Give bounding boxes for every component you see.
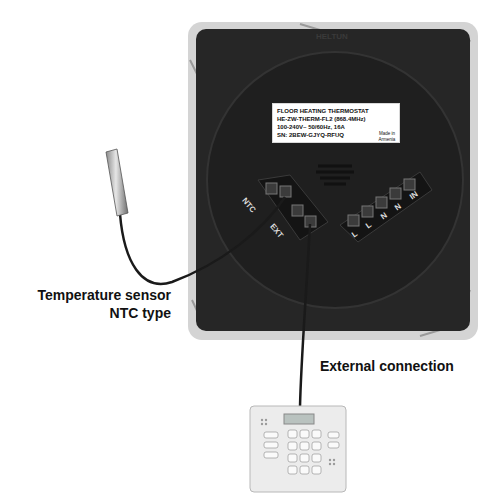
sticker-text: HE-ZW-THERM-FL2 (868.4MHz): [277, 115, 373, 123]
terminal-block-left: [258, 175, 328, 240]
external-wire: [300, 224, 310, 407]
marble-veins: [190, 24, 470, 336]
sticker-text: 100-240V~ 50/60Hz, 16A: [277, 123, 373, 131]
ntc-probe: [106, 149, 128, 216]
sensor-cable: [120, 197, 285, 284]
brand-logo: HELTUN: [316, 32, 348, 42]
frame: [188, 22, 478, 340]
callout-label: External connection: [320, 357, 454, 375]
callout-label: Temperature sensor NTC type: [14, 286, 171, 322]
vents: [316, 166, 354, 184]
recess: [207, 52, 463, 308]
sticker-text: SN: 2BEW-GJYQ-RFUQ: [277, 131, 373, 139]
sticker-text: FLOOR HEATING THERMOSTAT: [277, 107, 373, 115]
origin-note: Made in Armenia: [376, 131, 398, 143]
alarm-keypad: [250, 406, 346, 492]
back-plate: [196, 29, 470, 331]
terminal-block-right: [340, 172, 432, 242]
